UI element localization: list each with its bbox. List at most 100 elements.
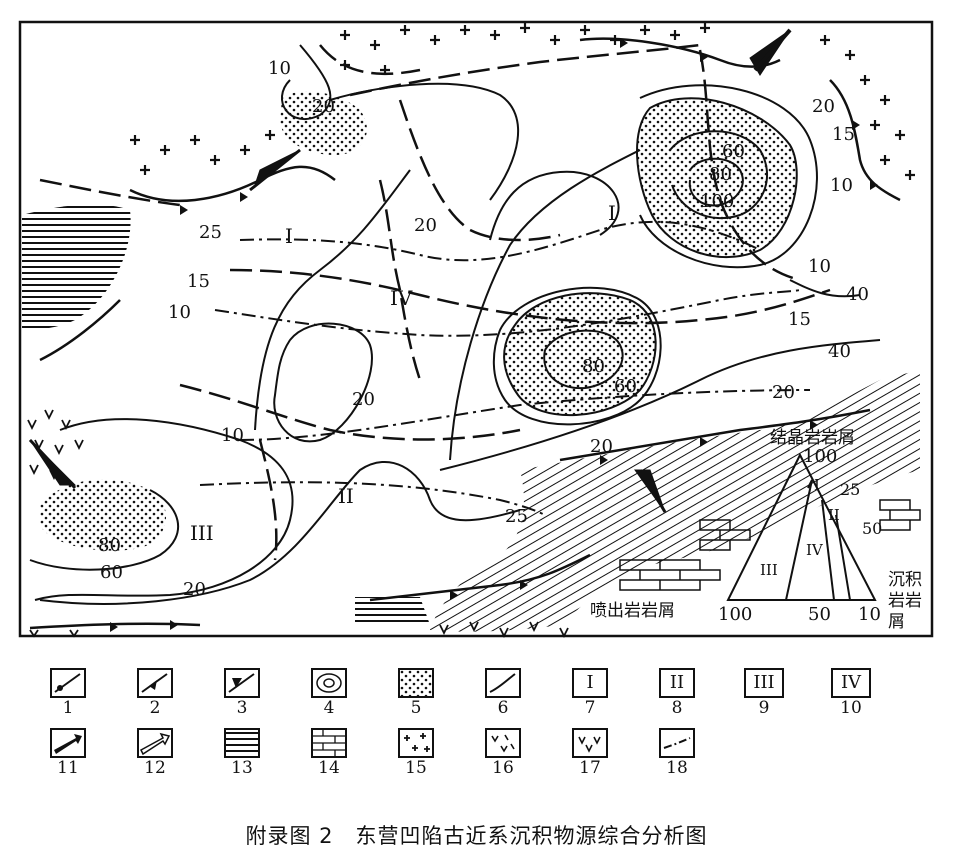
zone-label: IV bbox=[390, 286, 413, 310]
legend-symbol-fault-teeth bbox=[137, 668, 173, 698]
ternary-bottom-right: 10 bbox=[858, 604, 881, 625]
isoline bbox=[789, 279, 861, 298]
legend-symbol-volcanic bbox=[572, 728, 608, 758]
legend-symbol-dashdot-line bbox=[659, 728, 695, 758]
ternary-diagram bbox=[726, 452, 877, 601]
legend-symbol-granite bbox=[398, 728, 434, 758]
ternary-field-II: II bbox=[828, 506, 840, 524]
contour-label: 60 bbox=[100, 562, 123, 583]
isoline bbox=[669, 130, 769, 220]
dashdot-line bbox=[239, 220, 761, 262]
legend-number: 2 bbox=[149, 698, 161, 718]
source-analysis-map: 10 20 20 15 10 60 80 100 25 15 10 20 10 … bbox=[18, 20, 934, 639]
zone-label: III bbox=[190, 521, 214, 545]
fault-line bbox=[129, 165, 336, 203]
legend-symbol-zone-II: II bbox=[659, 668, 695, 698]
dashed-isoline bbox=[349, 43, 701, 97]
ternary-top-value: 100 bbox=[803, 446, 837, 467]
legend-item: 6 bbox=[473, 668, 533, 717]
fault-line bbox=[39, 299, 121, 362]
legend-number: 15 bbox=[405, 758, 427, 778]
legend-item: 5 bbox=[386, 668, 446, 717]
legend-symbol-limestone bbox=[311, 728, 347, 758]
isoline bbox=[439, 339, 881, 471]
contour-label: 80 bbox=[709, 164, 732, 185]
isoline bbox=[273, 322, 373, 443]
isoline-group bbox=[29, 44, 881, 605]
sandbody-sw bbox=[40, 479, 167, 551]
ternary-side-50: 50 bbox=[862, 519, 882, 538]
contour-label: 10 bbox=[808, 256, 831, 277]
contour-label: 80 bbox=[582, 356, 605, 377]
legend-item: 18 bbox=[647, 728, 707, 777]
contour-label: 40 bbox=[846, 284, 869, 305]
fault-line bbox=[829, 79, 901, 202]
sandbody-nw bbox=[280, 91, 367, 155]
contour-label: 20 bbox=[312, 96, 335, 117]
legend-item: 14 bbox=[299, 728, 359, 777]
ternary-right-label: 屑 bbox=[888, 612, 905, 632]
contour-label: 15 bbox=[832, 124, 855, 145]
legend-number: 5 bbox=[410, 698, 422, 718]
legend-symbol-zone-IV: IV bbox=[831, 668, 871, 698]
legend-item: I 7 bbox=[560, 668, 620, 717]
dashed-isoline bbox=[39, 178, 181, 207]
zone-label: I bbox=[608, 201, 616, 225]
legend-item: III 9 bbox=[734, 668, 794, 717]
legend-item: 13 bbox=[212, 728, 272, 777]
dashed-isoline bbox=[258, 439, 278, 561]
legend-symbol-zone-III: III bbox=[744, 668, 784, 698]
contour-label: 10 bbox=[168, 302, 191, 323]
contour-label: 10 bbox=[830, 175, 853, 196]
dashed-isoline bbox=[398, 99, 561, 242]
contour-label: 20 bbox=[772, 382, 795, 403]
legend-symbol-fault-triangle bbox=[224, 668, 260, 698]
legend-item: 3 bbox=[212, 668, 272, 717]
legend-item: IV 10 bbox=[821, 668, 881, 717]
legend-item: 4 bbox=[299, 668, 359, 717]
dashed-isoline bbox=[179, 383, 521, 441]
contour-label: 25 bbox=[505, 506, 528, 527]
isoline bbox=[329, 82, 520, 201]
ternary-field-III: III bbox=[760, 561, 778, 579]
contour-label: 15 bbox=[187, 271, 210, 292]
legend-item: 17 bbox=[560, 728, 620, 777]
legend-number: 18 bbox=[666, 758, 688, 778]
ternary-bottom-mid: 50 bbox=[808, 604, 831, 625]
legend-number: 8 bbox=[671, 698, 683, 718]
source-arrows bbox=[28, 28, 792, 513]
isoline bbox=[688, 157, 744, 207]
ternary-right-label: 沉积 bbox=[888, 570, 922, 590]
legend-number: 6 bbox=[497, 698, 509, 718]
zone-label: II bbox=[338, 484, 354, 508]
legend-symbol-mudstone bbox=[224, 728, 260, 758]
isoline bbox=[280, 44, 332, 121]
hatch-area bbox=[430, 370, 920, 632]
fault-line bbox=[579, 37, 781, 68]
zone-labels: I I IV II III bbox=[190, 201, 616, 545]
isoline bbox=[39, 460, 521, 605]
contour-labels: 10 20 20 15 10 60 80 100 25 15 10 20 10 … bbox=[98, 58, 869, 600]
contour-label: 20 bbox=[812, 96, 835, 117]
isoline bbox=[254, 169, 411, 431]
legend-symbol-contour bbox=[311, 668, 347, 698]
dashed-isoline-group bbox=[39, 43, 831, 561]
dashed-isoline bbox=[229, 268, 831, 325]
figure-caption: 附录图 2 东营凹陷古近系沉积物源综合分析图 bbox=[245, 824, 708, 848]
isoline bbox=[489, 170, 620, 241]
legend-number: 7 bbox=[584, 698, 596, 718]
legend-number: 16 bbox=[492, 758, 514, 778]
contour-label: 20 bbox=[590, 436, 613, 457]
map-frame bbox=[18, 20, 934, 638]
isoline bbox=[29, 489, 179, 571]
dashdot-line bbox=[214, 289, 801, 337]
contour-label: 20 bbox=[414, 215, 437, 236]
brick-area bbox=[619, 499, 921, 591]
hlines-area-south bbox=[355, 597, 430, 625]
legend-symbol-fault-line bbox=[50, 668, 86, 698]
contour-label: 10 bbox=[221, 425, 244, 446]
legend-number: 1 bbox=[62, 698, 74, 718]
sandbody-ne bbox=[636, 97, 798, 259]
contour-label: 20 bbox=[352, 389, 375, 410]
ternary-field-I: I bbox=[814, 476, 820, 494]
